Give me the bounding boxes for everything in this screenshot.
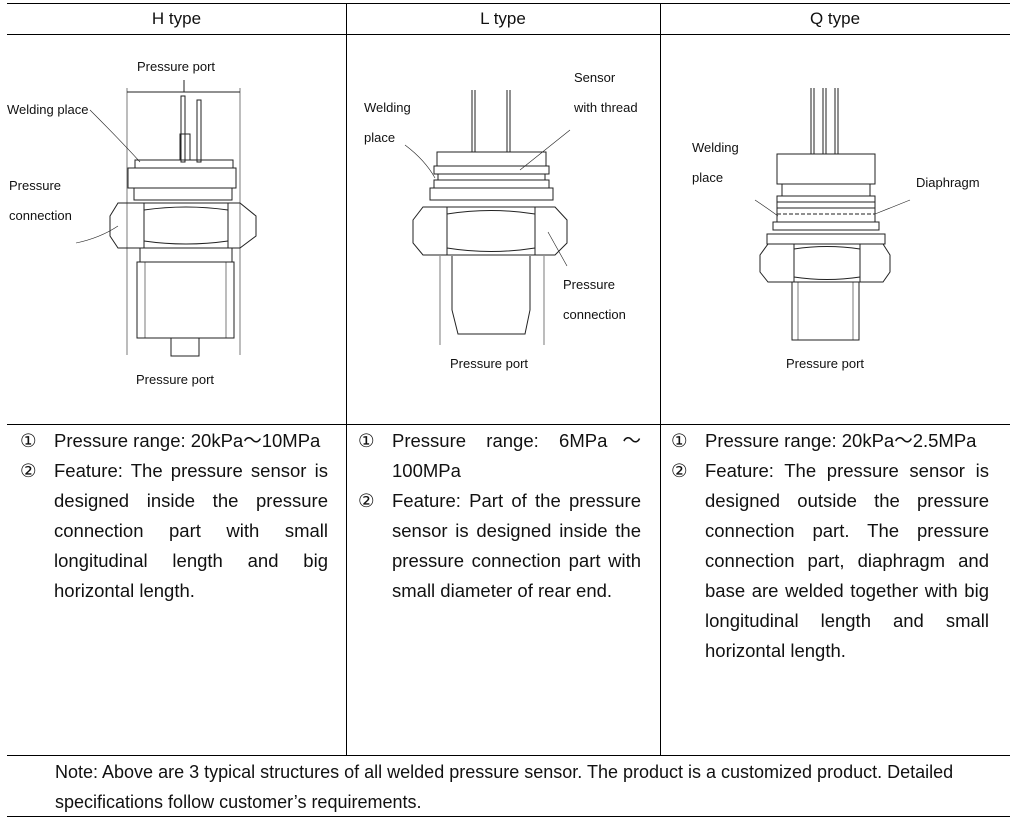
feature-text: Feature: Part of the pressure sensor is … — [392, 490, 641, 601]
q-label-welding-line1: Welding — [692, 140, 739, 155]
h-label-welding-place: Welding place — [7, 102, 89, 117]
item-number: ① — [671, 430, 688, 451]
header-h-type: H type — [151, 9, 202, 28]
item-number: ② — [671, 460, 688, 481]
l-label-pressure-line2: connection — [563, 307, 626, 322]
pressure-range-text: Pressure range: 6MPa～100MPa — [392, 430, 641, 481]
list-item: ② Feature: The pressure sensor is design… — [20, 456, 328, 606]
h-label-pressure-port-top: Pressure port — [137, 59, 216, 74]
l-type-description: ① Pressure range: 6MPa～100MPa ② Feature:… — [358, 426, 641, 606]
h-type-sensor-drawing — [0, 0, 346, 424]
table-col-divider-1 — [346, 3, 347, 756]
l-label-welding-line1: Welding — [364, 100, 411, 115]
table-header-divider — [7, 34, 1010, 35]
list-item: ② Feature: The pressure sensor is design… — [671, 456, 989, 666]
header-l-type: L type — [480, 9, 526, 28]
l-label-welding-line2: place — [364, 130, 396, 145]
feature-text: Feature: The pressure sensor is designed… — [54, 460, 328, 601]
l-label-pressure-line1: Pressure — [563, 277, 616, 292]
table-border-bottom — [7, 816, 1010, 817]
l-label-pressure-port: Pressure port — [450, 356, 529, 371]
pressure-range-text: Pressure range: 20kPa～10MPa — [54, 430, 321, 451]
item-number: ② — [20, 460, 37, 481]
item-number: ② — [358, 490, 375, 511]
l-label-sensor-line1: Sensor — [574, 70, 616, 85]
feature-text: Feature: The pressure sensor is designed… — [705, 460, 989, 661]
h-label-pressure-line2: connection — [9, 208, 72, 223]
list-item: ① Pressure range: 20kPa～10MPa — [20, 426, 328, 456]
l-type-sensor-drawing — [0, 0, 1017, 424]
header-q-type: Q type — [809, 9, 861, 28]
q-label-welding-line2: place — [692, 170, 724, 185]
l-label-sensor-line2: with thread — [574, 100, 638, 115]
table-border-top — [7, 3, 1010, 4]
list-item: ① Pressure range: 20kPa～2.5MPa — [671, 426, 989, 456]
list-item: ② Feature: Part of the pressure sensor i… — [358, 486, 641, 606]
q-type-sensor-drawing — [0, 0, 1017, 424]
table-col-divider-2 — [660, 3, 661, 756]
h-label-pressure-line1: Pressure — [9, 178, 62, 193]
item-number: ① — [358, 430, 375, 451]
table-row-divider — [7, 424, 1010, 425]
item-number: ① — [20, 430, 37, 451]
h-label-pressure-port-bottom: Pressure port — [136, 372, 215, 387]
q-label-diaphragm: Diaphragm — [916, 175, 980, 190]
table-note-divider — [7, 755, 1010, 756]
q-type-description: ① Pressure range: 20kPa～2.5MPa ② Feature… — [671, 426, 989, 666]
list-item: ① Pressure range: 6MPa～100MPa — [358, 426, 641, 486]
h-type-description: ① Pressure range: 20kPa～10MPa ② Feature:… — [20, 426, 328, 606]
pressure-range-text: Pressure range: 20kPa～2.5MPa — [705, 430, 977, 451]
q-label-pressure-port: Pressure port — [786, 356, 865, 371]
note-text: Note: Above are 3 typical structures of … — [55, 762, 954, 812]
